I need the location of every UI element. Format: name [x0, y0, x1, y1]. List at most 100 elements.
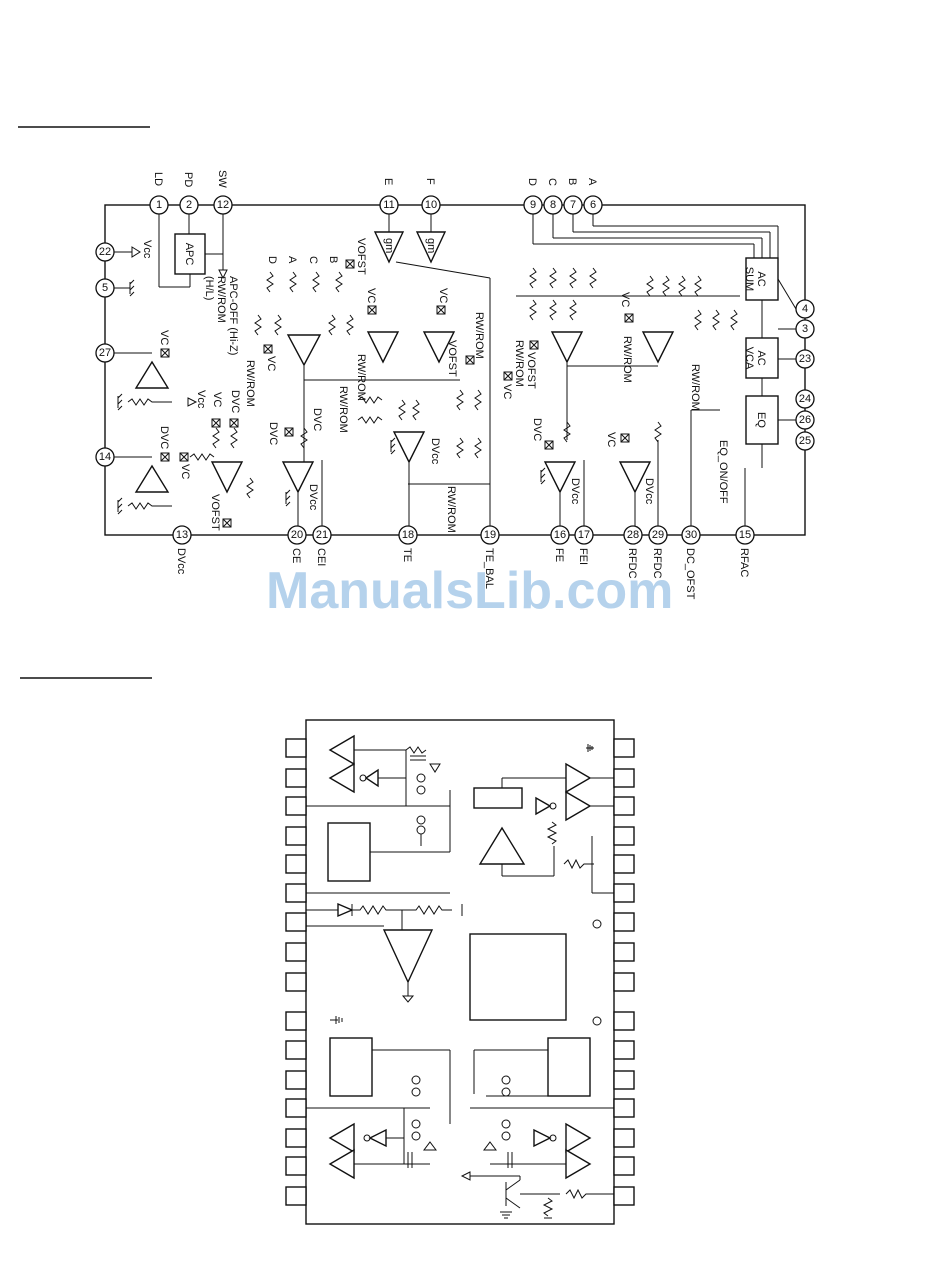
pin-number: 1: [156, 199, 162, 211]
pin-label: CEI: [315, 548, 327, 566]
pin-5: 5: [95, 278, 135, 298]
rw-rom-label: RW/ROM: [689, 364, 701, 411]
pin-number: 11: [383, 199, 394, 211]
inverter-triangle: [533, 1128, 552, 1148]
vcc-label: Vcc: [195, 390, 207, 409]
pin-label: Vcc: [141, 240, 153, 259]
pin-number: 8: [550, 199, 556, 211]
dvcc-label: DVcc: [643, 478, 655, 505]
vofst-label: VOFST: [209, 494, 221, 531]
package-pin-left: [285, 912, 307, 932]
pin-21: 21 CEI: [312, 525, 332, 566]
package-pin-left: [285, 942, 307, 962]
ac-sum-label-line1: AC: [755, 271, 767, 286]
vc-label: VC: [437, 288, 449, 303]
package-pin-right: [613, 1186, 635, 1206]
package-pin-left: [285, 768, 307, 788]
pin-16: 16 FE: [550, 525, 570, 562]
crystal-icon: [592, 1016, 602, 1026]
apc-label: APC: [183, 243, 195, 266]
c-label: C: [307, 256, 319, 264]
vc-label: VC: [619, 292, 631, 307]
ground-icon: [129, 279, 135, 297]
ground-icon: [390, 437, 396, 455]
opamp-left-1: [114, 352, 170, 389]
package-pin-left: [285, 854, 307, 874]
package-pin-left: [285, 1128, 307, 1148]
pin-label: D: [526, 178, 538, 186]
pin-number: 23: [799, 353, 811, 365]
rw-rom-label: RW/ROM: [355, 354, 367, 401]
pin-number: 3: [802, 323, 808, 335]
resistor-pair: [352, 905, 452, 915]
inverter-triangle: [364, 768, 379, 788]
package-pin-right: [613, 826, 635, 846]
pin-label: B: [566, 178, 578, 185]
pin-number: 25: [799, 435, 811, 447]
ac-vca-label-line2: VCA: [743, 347, 755, 370]
ground-icon: [540, 467, 546, 485]
pin-label: CE: [290, 548, 302, 563]
pin-25: 25: [795, 431, 815, 451]
pin-12: 12 SW: [213, 170, 233, 215]
ground-icon: [586, 744, 594, 752]
rw-rom-label: RW/ROM: [337, 386, 349, 433]
gm-label: gm: [425, 238, 437, 253]
pin-18: 18 TE: [398, 525, 418, 562]
package-pin-left: [285, 1186, 307, 1206]
pin-number: 27: [99, 347, 111, 359]
pin-30: 30 DC_OFST: [681, 525, 701, 600]
package-pin-right: [613, 768, 635, 788]
pin-14: 14: [95, 447, 115, 467]
pin-22: 22 Vcc: [95, 240, 153, 262]
rw-rom-label: RW/ROM: [244, 360, 256, 407]
pin-label: C: [546, 178, 558, 186]
opamp-vofst: [210, 461, 244, 494]
package-pin-left: [285, 826, 307, 846]
b-label: B: [327, 256, 339, 263]
pin-number: 20: [291, 529, 303, 541]
pin-label: RFDC: [626, 548, 638, 579]
package-pin-right: [613, 854, 635, 874]
pin-23: 23: [795, 349, 815, 369]
vc-label: VC: [179, 464, 191, 479]
pin-2: 2 PD: [179, 172, 199, 215]
pin-label: TE: [401, 548, 413, 562]
opamp-te-1: [366, 331, 400, 364]
pin-number: 16: [554, 529, 566, 541]
amp-triangle: [328, 1148, 355, 1180]
pin-28: 28 RFDC: [623, 525, 643, 579]
opamp-ce-buffer: [281, 461, 315, 526]
rw-rom-label: RW/ROM: [445, 486, 457, 533]
package-pin-left: [285, 972, 307, 992]
diode-icon: [337, 902, 354, 918]
left-pin-stubs: [285, 738, 307, 1206]
dvc-label: DVC: [531, 418, 543, 441]
pin-configuration: [285, 719, 635, 1225]
apc-block: APC APC-OFF (Hi-Z) RW/ROM (H/L): [158, 214, 239, 355]
gm-amp-f: gm: [415, 214, 447, 264]
package-pin-right: [613, 912, 635, 932]
pin-label: PD: [182, 172, 194, 187]
pin-label: DVcc: [175, 548, 187, 575]
pin-label: FE: [553, 548, 565, 562]
inverter-triangle: [368, 1128, 387, 1148]
ground-icon: [285, 489, 291, 507]
signal-bus: [532, 214, 779, 258]
ground-icon: [500, 1211, 512, 1219]
amp-triangle: [565, 1122, 592, 1154]
pin-number: 12: [217, 199, 229, 211]
pin-number: 6: [590, 199, 596, 211]
pin-27: 27: [95, 343, 115, 363]
pin-label: FEI: [577, 548, 589, 565]
package-pin-right: [613, 1128, 635, 1148]
package-pin-left: [285, 1156, 307, 1176]
pin-label: SW: [216, 170, 228, 188]
package-pin-right: [613, 796, 635, 816]
package-pin-left: [285, 1070, 307, 1090]
right-pin-stubs: [613, 738, 635, 1206]
pin-26: 26: [795, 410, 815, 430]
resistor-array-abcd: [529, 267, 738, 443]
rw-rom-label: RW/ROM: [621, 336, 633, 383]
